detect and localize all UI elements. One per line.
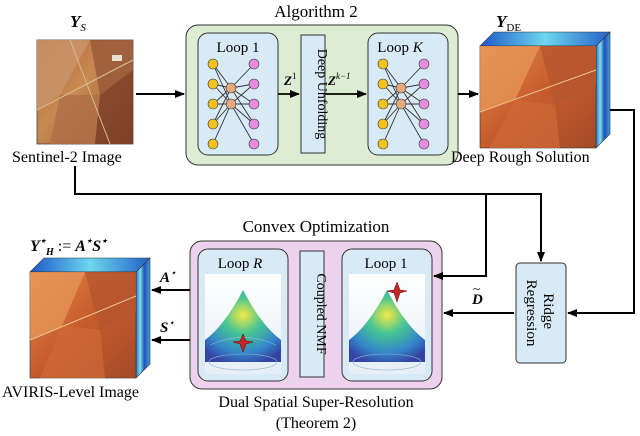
sentinel-caption: Sentinel-2 Image [12,149,122,166]
sentinel-image [36,39,134,145]
ridge-regression-label: Ridge Regression [523,280,556,347]
deep-unfolding-box [300,34,326,154]
yh-equation: Y⋆H := A⋆S⋆ [30,236,108,258]
zk-label: Zk−1 [327,71,351,88]
yde-to-ridge-arrow [567,109,635,317]
deep-rough-caption: Deep Rough Solution [451,149,590,166]
svg-text:Loop 1: Loop 1 [217,40,260,56]
svg-text:Loop K: Loop K [377,40,423,56]
z1-label: Z1 [283,71,296,88]
coupled-nmf-box [299,250,325,378]
loopr-box: Loop R [197,248,289,382]
ys-label: YS [70,12,86,34]
deep-unfolding-label: Deep Unfolding [314,49,329,140]
convex-caption-line1: Dual Spatial Super-Resolution [218,394,413,411]
algorithm-title: Algorithm 2 [274,2,358,21]
svg-text:Loop R: Loop R [218,256,263,272]
sentinel-to-ridge-arrow [74,166,545,262]
svg-text:Loop 1: Loop 1 [365,256,408,272]
aviris-caption: AVIRIS-Level Image [2,384,139,401]
a-star-label: A⋆ [159,268,176,286]
s-star-label: S⋆ [160,318,175,336]
coupled-nmf-label: Coupled NMF [313,273,328,355]
convex-title: Convex Optimization [243,217,390,236]
convex-loop1-box: Loop 1 [341,248,433,382]
convex-caption-line2: (Theorem 2) [276,415,356,432]
loop1-network-box: Loop 1 [197,32,279,156]
ridge-regression-box [515,262,567,364]
tilde-mark: ~ [473,281,480,296]
yde-label: YDE [496,12,521,34]
sentinel-to-convex-arrow [433,194,487,280]
aviris-cube [29,257,151,379]
d-tilde-label: D [471,292,483,308]
deep-rough-cube [479,31,611,149]
loopk-network-box: Loop K [367,32,449,156]
